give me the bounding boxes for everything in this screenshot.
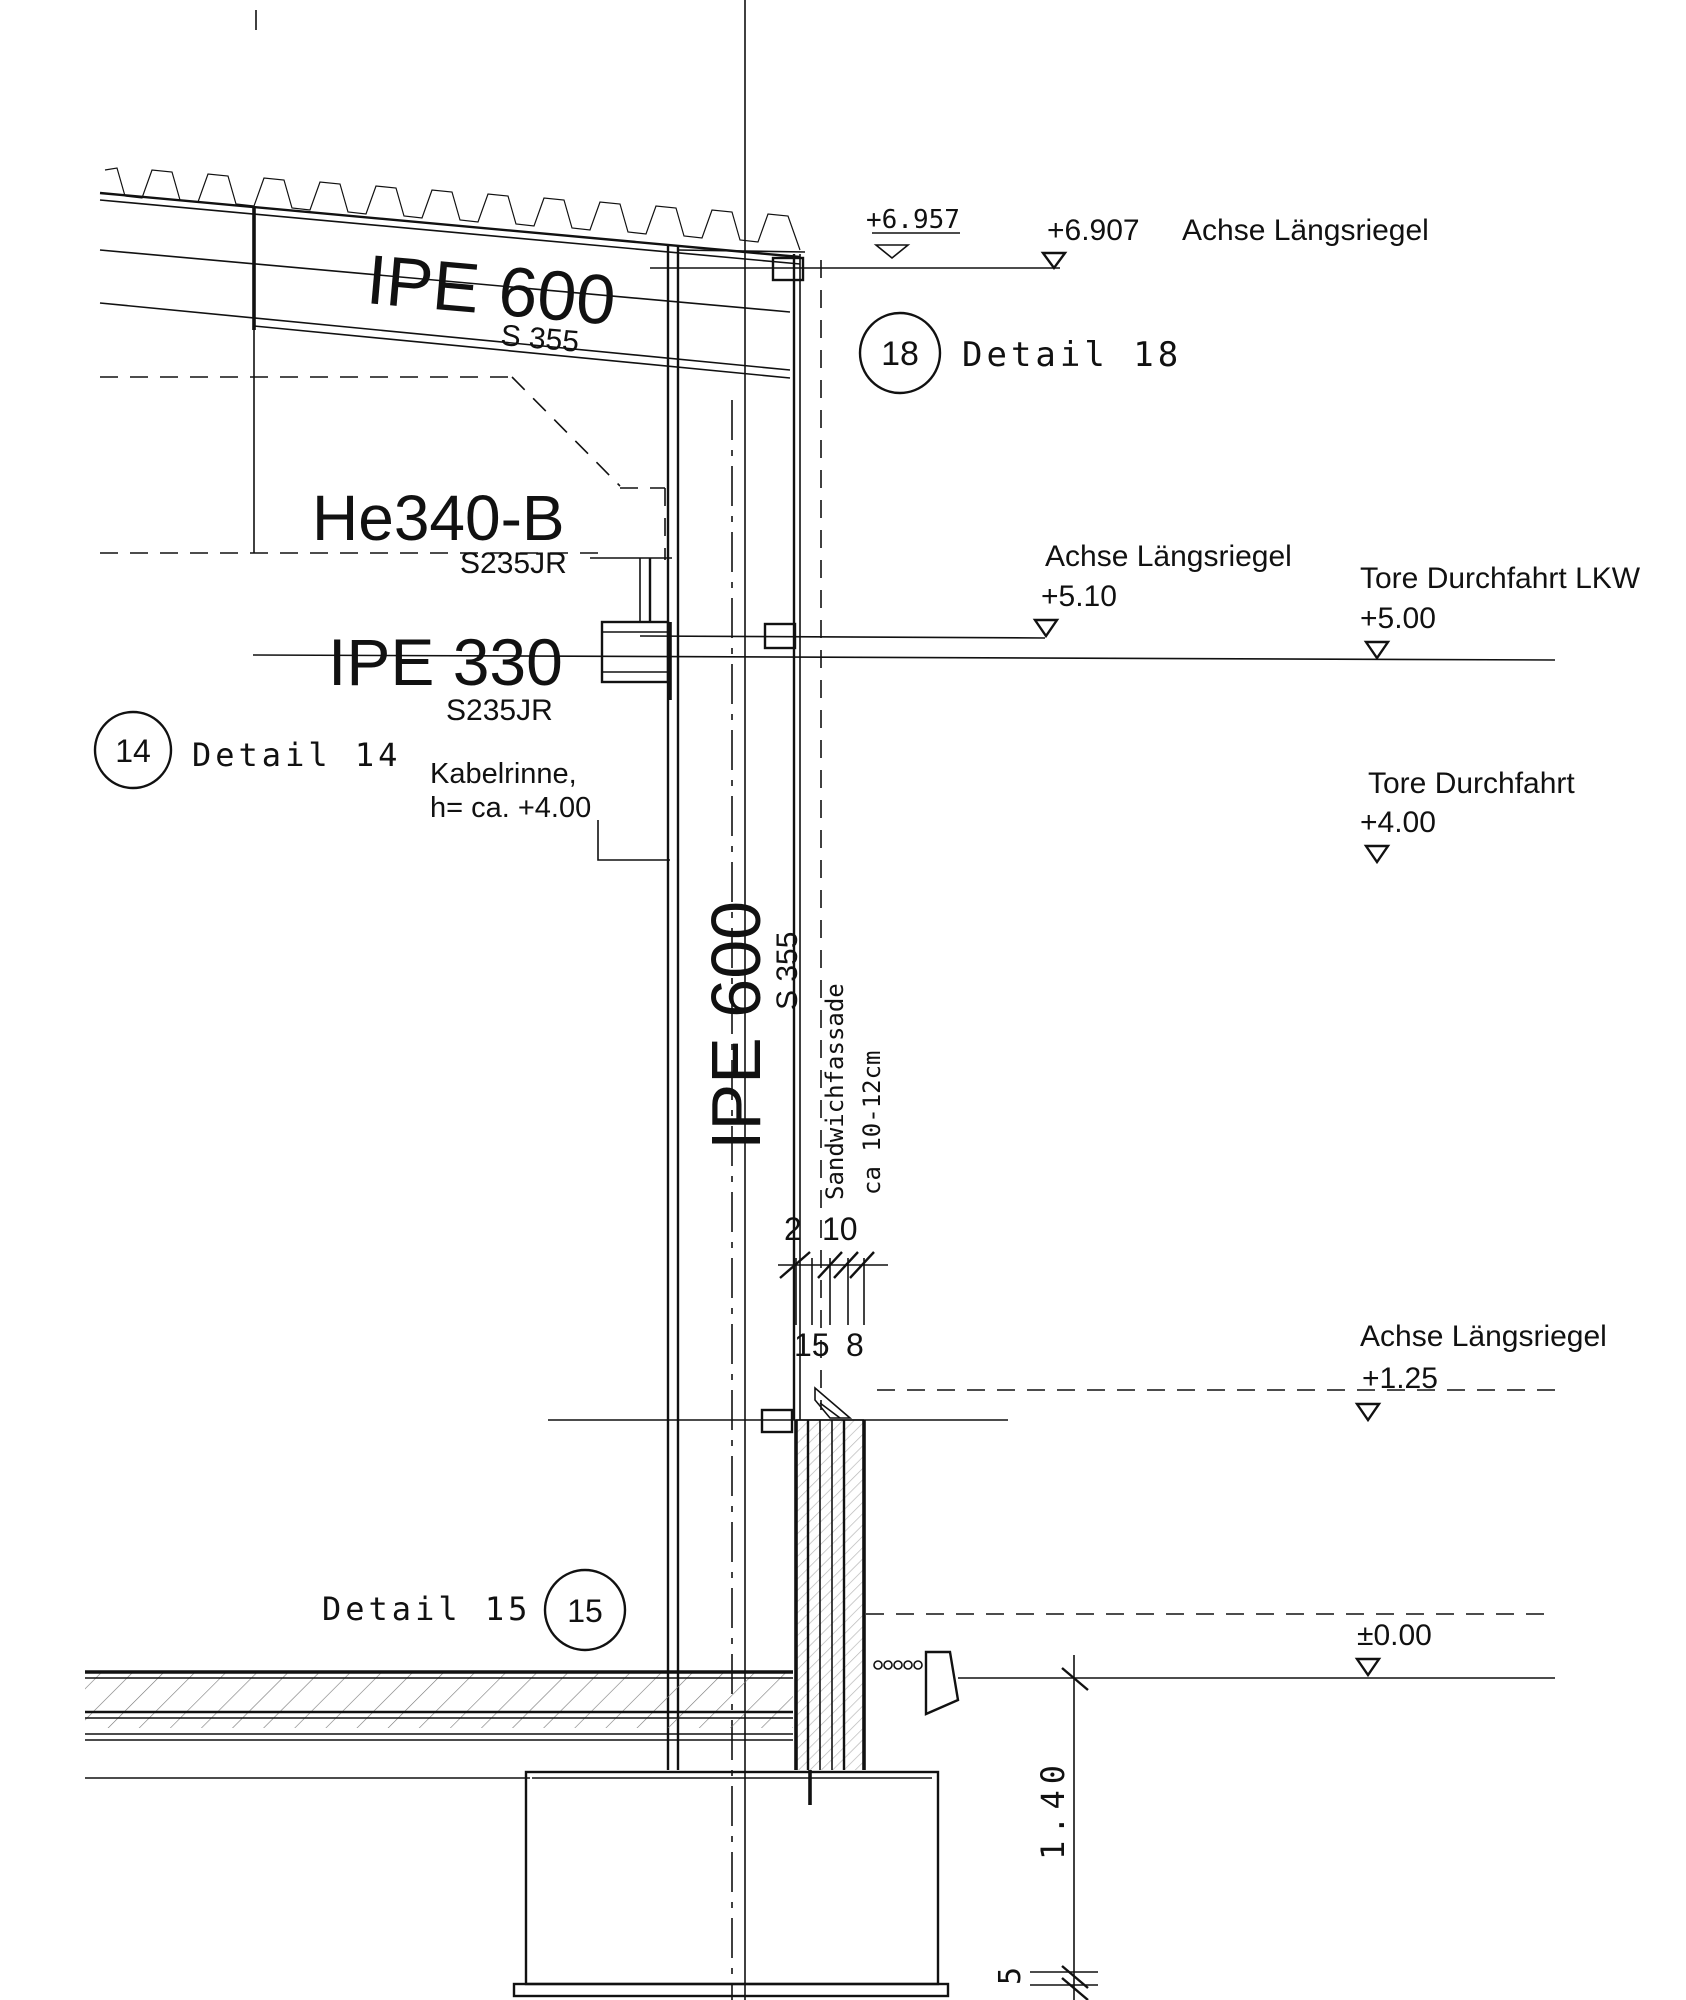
top-connection-plate: [771, 256, 805, 282]
roof-beam: [99, 208, 791, 553]
level-marker-top-axis: [1040, 251, 1068, 271]
level-lines: [866, 232, 1555, 1615]
facade-line2: ca 10-12cm: [858, 1051, 886, 1196]
level-gate-truck-value: +5.00: [1360, 602, 1436, 635]
detail-15-number: 15: [567, 1593, 603, 1629]
detail-18-label: Detail 18: [962, 335, 1182, 375]
level-top-small: +6.957: [866, 205, 960, 235]
foundation-dimension: [1030, 1655, 1098, 2000]
level-gate-label: Tore Durchfahrt: [1368, 767, 1575, 800]
girt-grade: S235JR: [446, 694, 553, 727]
dim-foundation-height: 1.40: [1034, 1759, 1072, 1860]
detail-14-label: Detail 14: [192, 736, 401, 774]
cable-tray-line1: Kabelrinne,: [430, 758, 577, 790]
cable-tray-line2: h= ca. +4.00: [430, 792, 591, 824]
level-ground-value: ±0.00: [1357, 1619, 1432, 1652]
level-marker-gate: [1363, 844, 1391, 865]
sandwich-facade: [794, 1386, 866, 1770]
roof-beam-name: IPE 600: [364, 240, 619, 339]
haunch-lines: [100, 376, 666, 560]
dim-foundation-offset: 5: [993, 1967, 1028, 1985]
dim-top-a: 2: [784, 1211, 802, 1247]
dim-top-b: 10: [822, 1211, 858, 1247]
level-top-axis-label: Achse Längsriegel: [1182, 214, 1429, 247]
door-sill: [873, 1650, 1555, 1716]
level-low-axis-value: +1.25: [1362, 1362, 1438, 1395]
level-gate-truck-label: Tore Durchfahrt LKW: [1360, 562, 1641, 595]
detail-15-label: Detail 15: [322, 1590, 531, 1628]
level-marker-ground: [1354, 1657, 1382, 1678]
detail-15-bubble: [543, 1568, 627, 1652]
cable-tray-leader: [597, 820, 670, 861]
column-name: IPE 600: [697, 901, 775, 1150]
foundation: [512, 1770, 950, 1998]
detail-14-number: 14: [115, 733, 151, 769]
level-gate-value: +4.00: [1360, 806, 1436, 839]
roof-trapezoidal-sheet: [104, 167, 801, 251]
roof-beam-grade: S 355: [499, 319, 580, 359]
level-marker-gate-truck: [1363, 640, 1391, 661]
level-marker-low-axis: [1354, 1402, 1382, 1423]
lower-connection-plate: [760, 1408, 794, 1434]
column-grade: S 355: [771, 932, 804, 1010]
detail-18-number: 18: [881, 335, 919, 373]
level-marker-top-small: [873, 244, 911, 260]
detail-18-bubble: [858, 311, 942, 395]
detail-14-bubble: [93, 710, 173, 790]
girt-name: IPE 330: [328, 625, 563, 699]
bracket-and-girt: [252, 557, 1556, 700]
facade-dimension-ticks: [778, 1251, 888, 1325]
level-mid-axis-label: Achse Längsriegel: [1045, 540, 1292, 573]
bracket-name: He340-B: [312, 482, 565, 554]
level-markers: [873, 244, 1391, 1678]
dim-bottom-a: 15: [794, 1327, 830, 1363]
level-low-axis-label: Achse Längsriegel: [1360, 1320, 1607, 1353]
facade-line1: Sandwichfassade: [821, 983, 849, 1200]
dim-bottom-b: 8: [846, 1327, 864, 1363]
roof-lines: [99, 191, 801, 265]
level-marker-mid-axis: [1032, 618, 1060, 639]
level-mid-axis-value: +5.10: [1041, 580, 1117, 613]
floor-slab: [85, 1670, 793, 1779]
level-top-axis-value: +6.907: [1047, 214, 1140, 247]
column: [666, 245, 822, 1770]
bracket-grade: S235JR: [460, 547, 567, 580]
